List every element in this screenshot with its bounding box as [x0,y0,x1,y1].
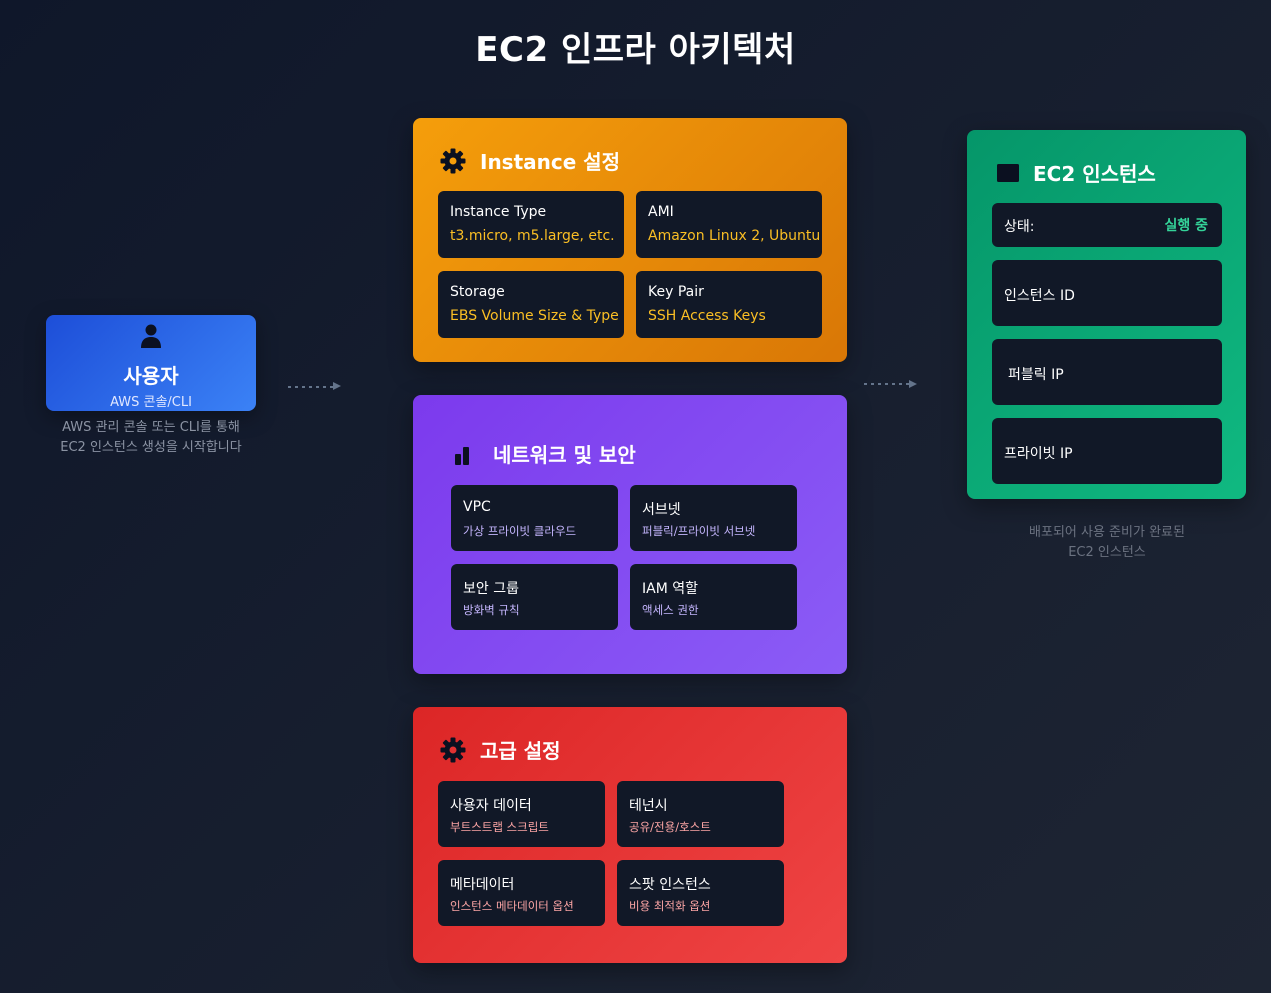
public-ip-label: 퍼블릭 IP [1008,367,1064,383]
tenancy-card: 테넌시 공유/전용/호스트 [617,781,784,847]
user-title: 사용자 [123,364,179,388]
subnet-label: 서브넷 [642,502,681,518]
bar-chart-icon [455,446,469,465]
advanced-settings-panel: 고급 설정 사용자 데이터 부트스트랩 스크립트 테넌시 공유/전용/호스트 메… [413,707,847,963]
metadata-card: 메타데이터 인스턴스 메타데이터 옵션 [438,860,605,926]
user-icon [141,324,161,348]
subnet-card: 서브넷 퍼블릭/프라이빗 서브넷 [630,485,797,551]
ec2-panel-header: EC2 인스턴스 [997,158,1156,187]
spot-instance-card: 스팟 인스턴스 비용 최적화 옵션 [617,860,784,926]
page-title: EC2 인프라 아키텍처 [475,30,796,70]
metadata-value: 인스턴스 메타데이터 옵션 [450,899,574,913]
key-pair-value: SSH Access Keys [648,308,766,324]
private-ip-label: 프라이빗 IP [1004,446,1073,462]
iam-role-card: IAM 역할 액세스 권한 [630,564,797,630]
security-group-value: 방화벽 규칙 [463,603,520,617]
ami-label: AMI [648,204,674,220]
user-description: AWS 관리 콘솔 또는 CLI를 통해 EC2 인스턴스 생성을 시작합니다 [60,420,242,455]
vpc-card: VPC 가상 프라이빗 클라우드 [451,485,618,551]
instance-id-label: 인스턴스 ID [1004,288,1075,304]
metadata-label: 메타데이터 [450,877,515,893]
tenancy-value: 공유/전용/호스트 [629,820,711,834]
vpc-value: 가상 프라이빗 클라우드 [463,524,577,538]
storage-card: Storage EBS Volume Size & Type [438,271,624,338]
instance-panel-header: Instance 설정 [440,146,620,175]
user-data-label: 사용자 데이터 [450,798,532,814]
public-ip-row: 퍼블릭 IP [992,339,1222,405]
instance-settings-panel: Instance 설정 Instance Type t3.micro, m5.l… [413,118,847,362]
instance-type-value: t3.micro, m5.large, etc. [450,228,615,244]
gear-icon [440,737,466,762]
spot-instance-label: 스팟 인스턴스 [629,877,711,893]
advanced-panel-header: 고급 설정 [440,735,561,764]
advanced-panel-title: 고급 설정 [480,739,561,763]
network-security-panel: 네트워크 및 보안 VPC 가상 프라이빗 클라우드 서브넷 퍼블릭/프라이빗 … [413,395,847,674]
arrow-config-to-ec2 [864,380,917,388]
storage-label: Storage [450,284,505,300]
key-pair-label: Key Pair [648,284,704,300]
server-icon [997,163,1019,182]
instance-id-row: 인스턴스 ID [992,260,1222,326]
network-panel-title: 네트워크 및 보안 [493,443,636,467]
user-data-card: 사용자 데이터 부트스트랩 스크립트 [438,781,605,847]
status-row: 상태: 실행 중 [992,203,1222,247]
ami-value: Amazon Linux 2, Ubuntu [648,228,821,244]
ec2-instance-panel: EC2 인스턴스 상태: 실행 중 인스턴스 ID 퍼블릭 IP 프라이빗 IP [967,130,1246,499]
vpc-label: VPC [463,499,491,515]
security-group-card: 보안 그룹 방화벽 규칙 [451,564,618,630]
gear-icon [440,148,466,173]
storage-value: EBS Volume Size & Type [450,308,619,324]
user-card: 사용자 AWS 콘솔/CLI [46,315,256,411]
user-subtitle: AWS 콘솔/CLI [110,395,192,410]
spot-instance-value: 비용 최적화 옵션 [629,899,711,913]
status-value: 실행 중 [1164,218,1208,234]
iam-role-label: IAM 역할 [642,581,698,597]
tenancy-label: 테넌시 [629,798,668,814]
arrow-user-to-config [288,382,341,390]
iam-role-value: 액세스 권한 [642,603,699,617]
instance-panel-title: Instance 설정 [480,150,621,174]
ami-card: AMI Amazon Linux 2, Ubuntu [636,191,822,258]
network-panel-header: 네트워크 및 보안 [455,439,636,468]
key-pair-card: Key Pair SSH Access Keys [636,271,822,338]
subnet-value: 퍼블릭/프라이빗 서브넷 [642,524,756,538]
ec2-description: 배포되어 사용 준비가 완료된 EC2 인스턴스 [1029,525,1185,560]
ec2-panel-title: EC2 인스턴스 [1033,162,1156,186]
security-group-label: 보안 그룹 [463,581,519,597]
instance-type-label: Instance Type [450,204,547,220]
user-data-value: 부트스트랩 스크립트 [450,820,549,834]
status-label: 상태: [1004,219,1035,235]
private-ip-row: 프라이빗 IP [992,418,1222,484]
instance-type-card: Instance Type t3.micro, m5.large, etc. [438,191,624,258]
